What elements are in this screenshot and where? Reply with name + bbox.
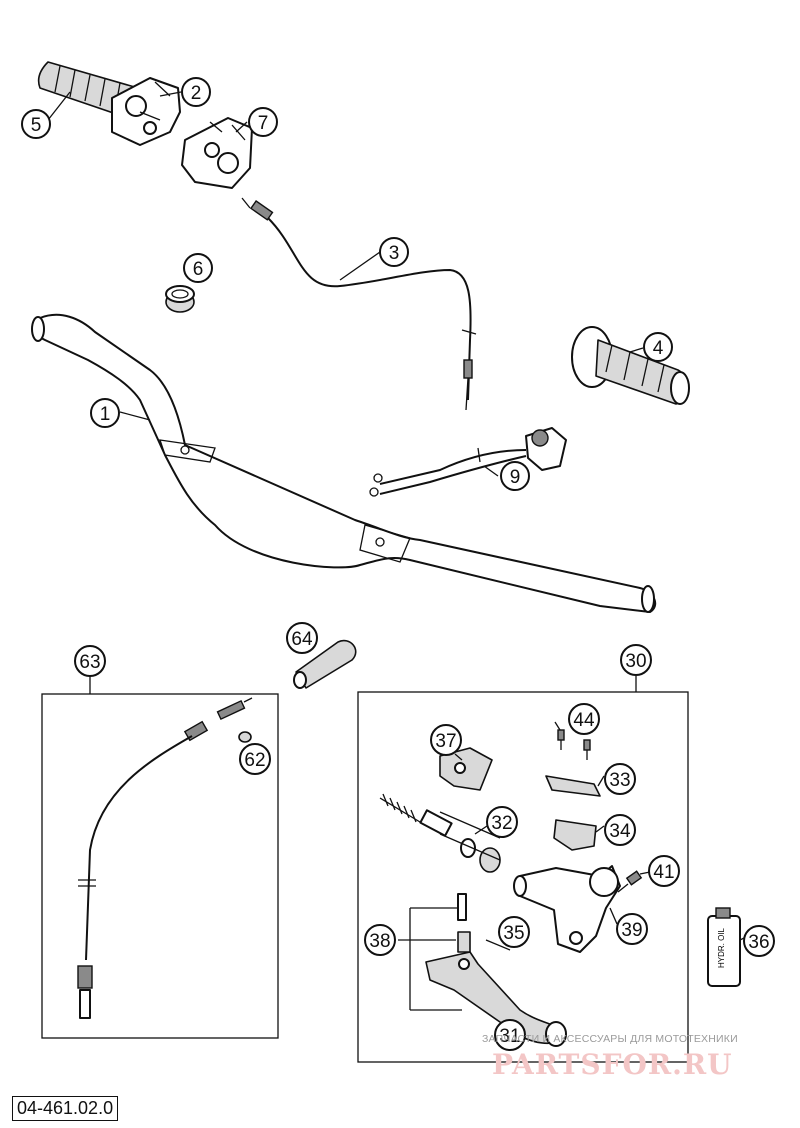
callout-30: 30 xyxy=(620,644,652,676)
ring-part xyxy=(165,285,195,313)
callout-44: 44 xyxy=(568,703,600,735)
svg-text:4: 4 xyxy=(653,338,664,359)
left-grip-part xyxy=(571,326,690,405)
brake-master-box: HYDR. OIL xyxy=(357,676,741,1063)
svg-text:31: 31 xyxy=(499,1026,520,1047)
svg-text:64: 64 xyxy=(291,629,313,650)
svg-text:5: 5 xyxy=(31,115,42,136)
svg-text:3: 3 xyxy=(389,243,400,264)
twist-grip-part xyxy=(37,61,181,146)
callout-64: 64 xyxy=(286,622,318,654)
clutch-cable-box xyxy=(41,676,279,1039)
callout-32: 32 xyxy=(486,806,518,838)
svg-text:39: 39 xyxy=(621,920,642,941)
callout-38: 38 xyxy=(364,924,396,956)
svg-text:32: 32 xyxy=(491,813,512,834)
svg-text:34: 34 xyxy=(609,821,631,842)
handlebar-part xyxy=(31,313,657,613)
callout-34: 34 xyxy=(604,814,636,846)
callout-36: 36 xyxy=(743,925,775,957)
kill-switch-part xyxy=(369,427,567,497)
svg-text:38: 38 xyxy=(369,931,390,952)
cable-end-part xyxy=(293,639,357,689)
svg-text:63: 63 xyxy=(79,652,100,673)
svg-text:6: 6 xyxy=(193,259,204,280)
svg-text:62: 62 xyxy=(244,750,265,771)
callout-5: 5 xyxy=(21,109,51,139)
svg-text:2: 2 xyxy=(191,83,202,104)
callout-1: 1 xyxy=(90,398,120,428)
svg-text:41: 41 xyxy=(653,862,674,883)
svg-text:33: 33 xyxy=(609,770,630,791)
oil-bottle-label: HYDR. OIL xyxy=(717,927,726,968)
callout-62: 62 xyxy=(239,743,271,775)
throttle-cover-part xyxy=(181,117,253,189)
watermark-tagline: ЗАПЧАСТИ И АКСЕССУАРЫ ДЛЯ МОТОТЕХНИКИ xyxy=(482,1033,738,1045)
callout-9: 9 xyxy=(500,461,530,491)
callout-3: 3 xyxy=(379,237,409,267)
callout-37: 37 xyxy=(430,724,462,756)
watermark-brand: PARTSFOR.RU xyxy=(492,1048,733,1081)
svg-text:1: 1 xyxy=(100,404,111,425)
svg-text:7: 7 xyxy=(258,113,269,134)
callout-7: 7 xyxy=(248,107,278,137)
callout-4: 4 xyxy=(643,332,673,362)
leader-lines xyxy=(47,91,745,1033)
document-id: 04-461.02.0 xyxy=(12,1096,119,1121)
callout-6: 6 xyxy=(183,253,213,283)
callout-2: 2 xyxy=(181,77,211,107)
callout-63: 63 xyxy=(74,645,106,677)
svg-text:36: 36 xyxy=(748,932,769,953)
callout-31: 31 xyxy=(494,1019,526,1051)
svg-text:44: 44 xyxy=(573,710,595,731)
svg-text:35: 35 xyxy=(503,923,524,944)
callout-labels: 1 2 3 4 5 6 7 9 xyxy=(21,77,775,1051)
svg-text:37: 37 xyxy=(435,731,456,752)
callout-35: 35 xyxy=(498,916,530,948)
callout-33: 33 xyxy=(604,763,636,795)
svg-text:9: 9 xyxy=(510,467,521,488)
callout-41: 41 xyxy=(648,855,680,887)
svg-text:30: 30 xyxy=(625,651,646,672)
callout-39: 39 xyxy=(616,913,648,945)
throttle-cable-part xyxy=(241,197,477,411)
